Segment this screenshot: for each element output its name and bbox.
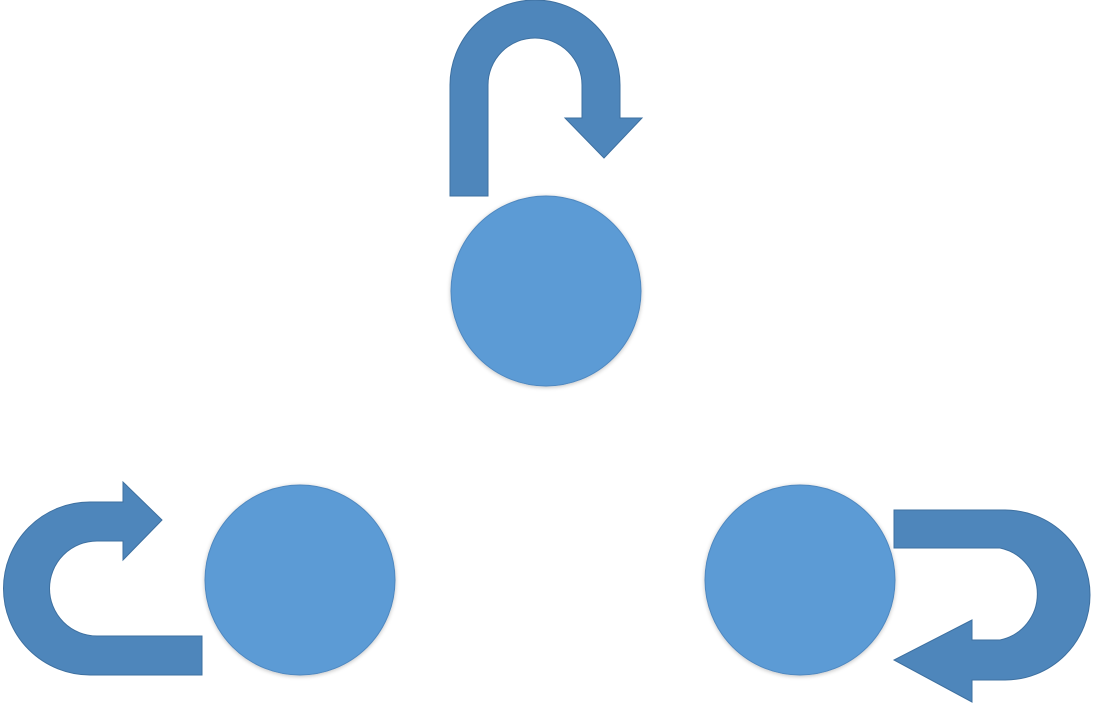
top-node-group: [449, 0, 644, 387]
left-self-loop-arrow: [3, 480, 203, 676]
left-node-group: [3, 480, 396, 676]
left-node: [204, 484, 396, 676]
top-self-loop-arrow: [449, 0, 644, 197]
right-self-loop-arrow: [892, 509, 1091, 703]
right-node-group: [704, 484, 1091, 703]
right-node: [704, 484, 896, 676]
top-node: [450, 195, 642, 387]
